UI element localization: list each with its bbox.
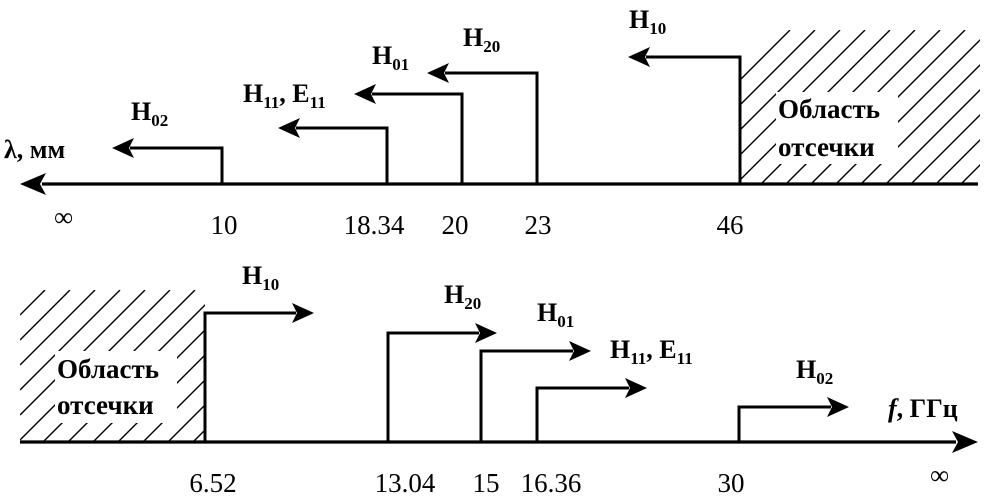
arrow-h11-e11 (278, 118, 300, 138)
top-region-label-line2: отсечки (778, 132, 875, 162)
bottom-region-label-line2: отсечки (57, 390, 154, 420)
top-tick-10: 10 (211, 210, 238, 240)
bottom-tick-16-36: 16.36 (521, 468, 582, 498)
wavelength-axis-arrowhead (20, 173, 46, 195)
bottom-tick-15: 15 (473, 468, 500, 498)
bottom-mode-label-h01: H01 (537, 298, 574, 331)
top-infinity: ∞ (54, 202, 73, 232)
mode-line-h20-f (386, 331, 479, 442)
top-mode-label-h02: H02 (131, 97, 168, 130)
arrow-h02 (112, 138, 134, 158)
bottom-mode-label-h02: H02 (796, 355, 833, 388)
bottom-mode-label-h10: H10 (242, 261, 279, 294)
top-tick-46: 46 (717, 210, 744, 240)
mode-line-h11-e11 (296, 126, 389, 184)
wavelength-axis-label: λ, мм (4, 135, 65, 164)
mode-line-h10 (646, 55, 742, 184)
mode-line-h01 (372, 92, 464, 184)
arrow-h10-f (292, 303, 314, 323)
mode-line-h02-f (737, 405, 831, 442)
mode-line-h01-f (479, 349, 573, 442)
bottom-mode-label-h11-e11: H11, E11 (610, 335, 693, 368)
bottom-tick-30: 30 (718, 468, 745, 498)
top-tick-23: 23 (525, 210, 552, 240)
frequency-panel: H10 H20 H01 H11, E11 H02 Область отсечки… (20, 261, 978, 498)
top-mode-label-h11-e11: H11, E11 (243, 79, 326, 112)
mode-line-h10-f (203, 311, 296, 442)
top-region-label-line1: Область (778, 94, 880, 124)
arrow-h02-f (827, 397, 849, 417)
bottom-tick-6-52: 6.52 (189, 468, 236, 498)
arrow-h20-f (475, 323, 497, 343)
bottom-region-label-line1: Область (57, 354, 159, 384)
arrow-h10 (628, 47, 650, 67)
top-tick-18-34: 18.34 (344, 210, 405, 240)
wavelength-panel: H02 H11, E11 H01 H20 H10 Область отсечки… (4, 5, 980, 240)
top-mode-label-h20: H20 (463, 23, 500, 56)
bottom-mode-label-h20: H20 (444, 280, 481, 313)
top-tick-20: 20 (442, 210, 469, 240)
top-mode-label-h01: H01 (372, 41, 409, 74)
top-mode-label-h10: H10 (629, 5, 666, 38)
bottom-tick-13-04: 13.04 (375, 468, 436, 498)
arrow-h11-e11-f (625, 378, 647, 398)
mode-line-h20 (445, 71, 539, 184)
arrow-h01-f (569, 341, 591, 361)
top-region-label-bg (776, 92, 898, 164)
bottom-region-label-bg (55, 351, 177, 423)
mode-line-h11-e11-f (535, 386, 629, 442)
arrow-h01 (354, 84, 376, 104)
bottom-infinity: ∞ (930, 460, 949, 490)
frequency-axis-label: f, ГГц (888, 394, 958, 423)
mode-line-h02 (130, 146, 224, 184)
frequency-axis-arrowhead (952, 431, 978, 453)
arrow-h20 (427, 63, 449, 83)
